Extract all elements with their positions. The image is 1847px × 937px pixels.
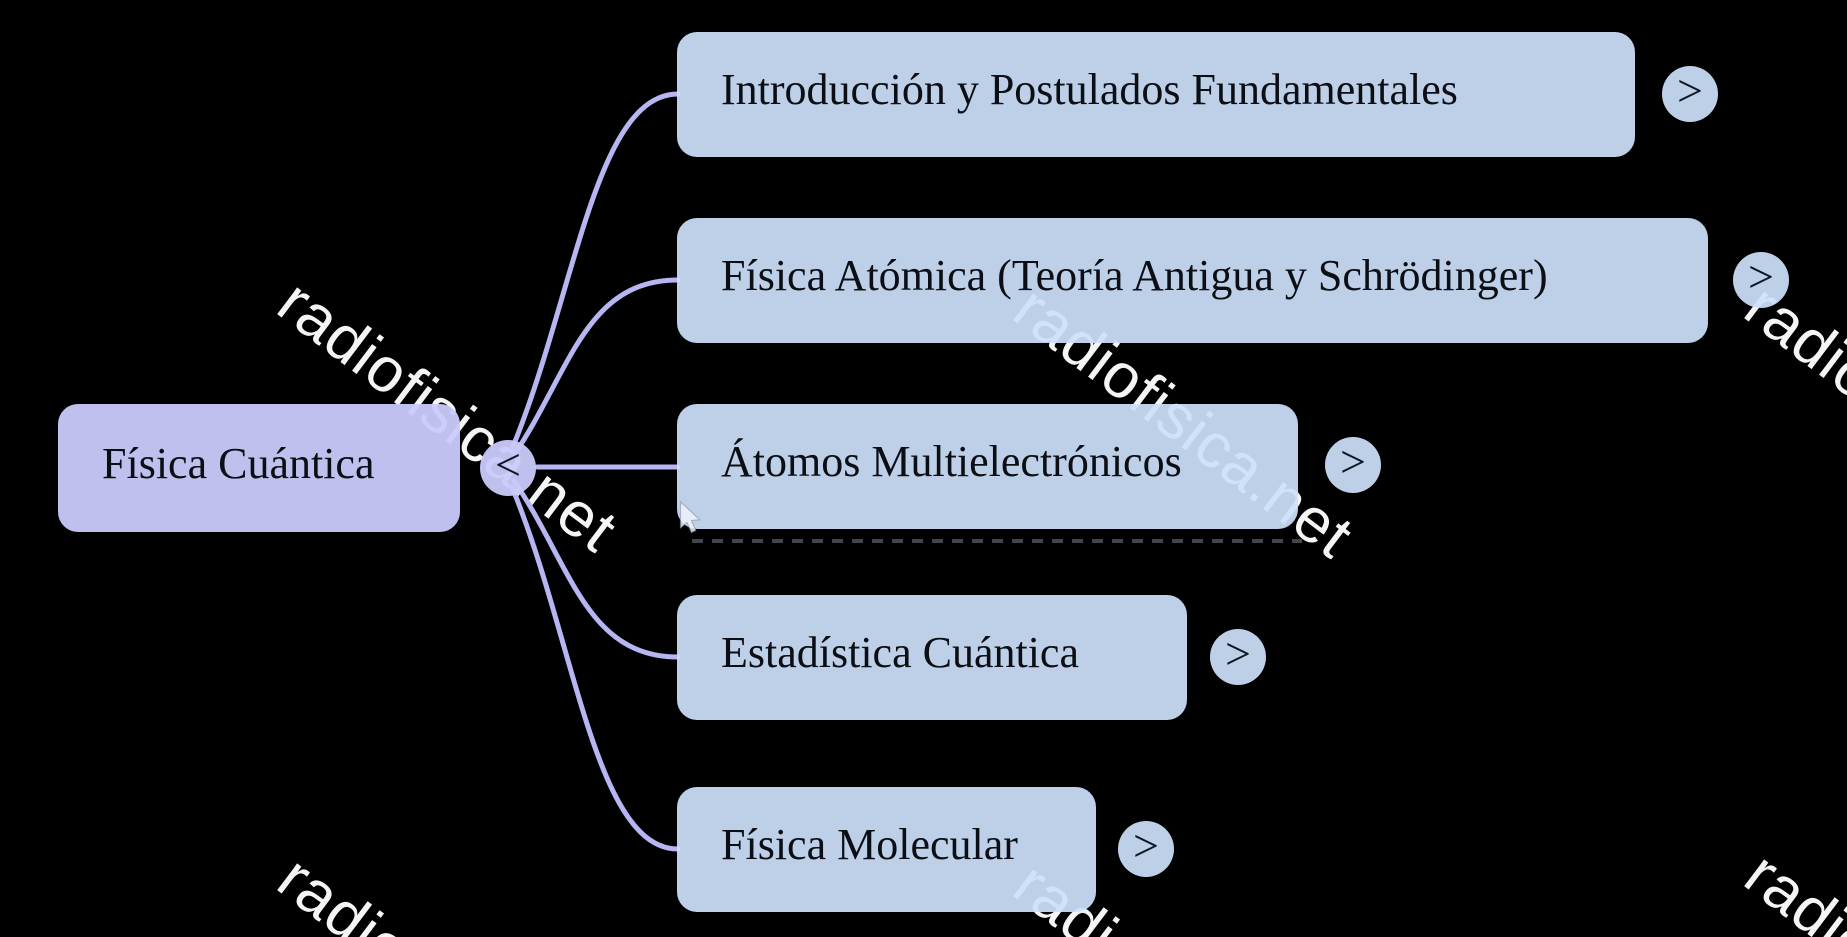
node-introduccion[interactable]: Introducción y Postulados Fundamentales [677,32,1635,157]
expand-button-estadistica[interactable]: > [1210,629,1266,685]
expand-button-atomos[interactable]: > [1325,437,1381,493]
node-label: Física Atómica (Teoría Antigua y Schrödi… [721,251,1548,300]
chevron-right-icon: > [1340,436,1366,487]
node-atomos-multielectronicos[interactable]: Átomos Multielectrónicos [677,404,1298,529]
node-label: Física Cuántica [102,438,375,488]
connector-to-estadistica [511,478,681,660]
chevron-right-icon: > [1748,251,1774,302]
node-fisica-cuantica[interactable]: Física Cuántica [58,404,460,532]
expand-button-molecular[interactable]: > [1118,821,1174,877]
node-fisica-molecular[interactable]: Física Molecular [677,787,1096,912]
chevron-right-icon: > [1225,628,1251,679]
expand-button-introduccion[interactable]: > [1662,66,1718,122]
chevron-right-icon: > [1677,65,1703,116]
chevron-right-icon: > [1133,820,1159,871]
node-label: Física Molecular [721,820,1018,869]
watermark-text: radiofisica.net [1732,270,1847,570]
node-label: Estadística Cuántica [721,628,1079,677]
watermark-text: radiofisica.net [1732,838,1847,937]
node-label: Introducción y Postulados Fundamentales [721,65,1458,114]
connector-to-introduccion [509,91,681,452]
expand-button-fisica-atomica[interactable]: > [1733,252,1789,308]
collapse-button-root[interactable]: < [480,440,536,496]
node-estadistica-cuantica[interactable]: Estadística Cuántica [677,595,1187,720]
chevron-left-icon: < [495,439,521,490]
connector-to-molecular [509,484,681,852]
connector-to-fisica-atomica [511,277,681,458]
watermark-text: radiofisica.net [265,842,631,937]
node-fisica-atomica[interactable]: Física Atómica (Teoría Antigua y Schrödi… [677,218,1708,343]
node-label: Átomos Multielectrónicos [721,437,1182,486]
